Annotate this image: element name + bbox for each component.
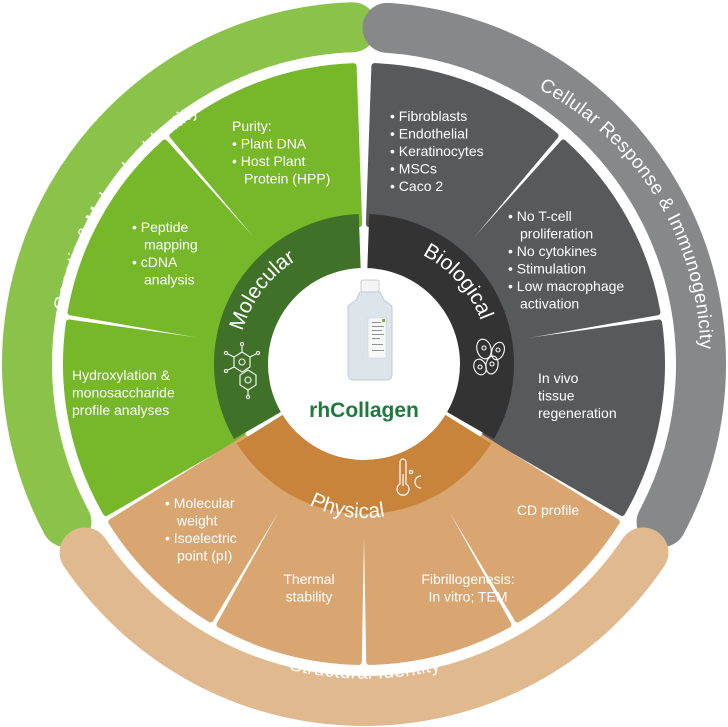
segment-line: • cDNA [132,254,178,270]
segment-line: regeneration [538,405,617,421]
segment-line: In vitro; TEM [428,589,507,605]
segment-text-physical-1: Fibrillogenesis: In vitro; TEM [421,571,514,605]
bottle-icon [347,279,393,381]
segment-line: • Stimulation [508,261,586,277]
segment-line: • No cytokines [508,243,597,259]
segment-line: • Caco 2 [390,178,443,194]
segment-line: Fibrillogenesis: [421,571,514,587]
segment-line: profile analyses [72,402,169,418]
segment-line: • Endothelial [390,126,468,142]
segment-line: stability [286,589,333,605]
segment-line: Protein (HPP) [244,171,330,187]
segment-line: point (pI) [177,548,232,564]
segment-line: proliferation [520,226,593,242]
segment-line: • MSCs [390,161,437,177]
segment-text-physical-2: Thermal stability [283,571,334,605]
segment-line: Purity: [232,118,272,134]
segment-text-biological-0: • Fibroblasts • Endothelial• Keratinocyte… [390,108,484,194]
segment-text-physical-0: CD profile [517,502,579,518]
segment-line: mapping [144,237,198,253]
segment-text-physical-3: • Molecular weight• Isoelectric point (pI) [165,495,237,564]
thermometer-icon [396,458,422,496]
segment-line: In vivo [538,370,579,386]
segment-line: • Low macrophage [508,278,624,294]
outer-arc-structural [59,527,669,726]
segment-line: analysis [144,272,195,288]
ring-physical [236,412,492,514]
segment-line: CD profile [517,502,579,518]
center-title: rhCollagen [309,399,419,422]
segment-line: • Host Plant [232,153,305,169]
cells-icon [473,338,505,376]
segment-line: Thermal [283,571,334,587]
molecule-icon [223,341,261,400]
segment-line: • Molecular [165,495,235,511]
segment-text-biological-1: • No T-cell proliferation• No cytokines • … [508,208,624,312]
segment-text-molecular-1: • Peptide mapping• cDNA analysis [132,219,198,288]
segment-line: • Fibroblasts [390,108,467,124]
segment-line: • Keratinocytes [390,143,484,159]
segment-line: Hydroxylation & [72,367,171,383]
segment-line: • Isoelectric [165,530,237,546]
ring-biological [367,214,514,439]
outer-arc-cellular [362,2,726,548]
outer-arc-genetic [2,2,378,548]
segment-line: • No T-cell [508,208,572,224]
segment-line: • Peptide [132,219,188,235]
segment-line: activation [520,296,579,312]
segment-line: weight [176,513,218,529]
segment-line: • Plant DNA [232,136,307,152]
segment-line: monosaccharide [72,385,175,401]
segment-line: tissue [538,388,575,404]
ring-molecular [213,214,361,439]
